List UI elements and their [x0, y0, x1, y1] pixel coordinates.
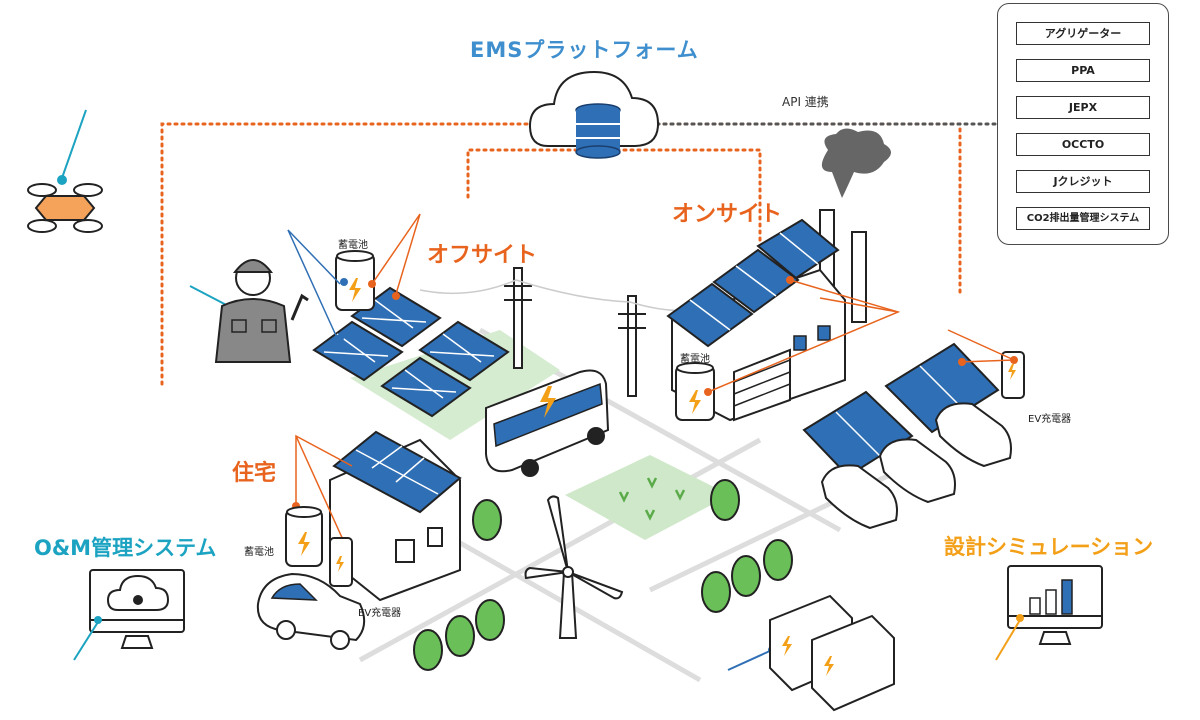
onsite-factory [666, 128, 891, 422]
battery-onsite-label: 蓄電池 [680, 354, 710, 365]
ev-charger-onsite-label: EV充電器 [1028, 414, 1072, 425]
api-partner-ppa: PPA [1016, 59, 1150, 82]
design-monitor-icon [995, 565, 1103, 661]
ev-charger-home-icon [329, 537, 353, 587]
api-link-label: API 連携 [782, 95, 829, 109]
home-ev-car [256, 572, 366, 650]
api-partner-co2-system: CO2排出量管理システム [1016, 207, 1150, 230]
offsite-solar-panels [312, 286, 510, 418]
battery-home-icon [285, 506, 323, 567]
api-partner-panel: アグリゲーター PPA JEPX OCCTO Jクレジット CO2排出量管理シス… [997, 3, 1169, 245]
wind-turbine-icon [524, 495, 624, 639]
offsite-connector-lines [287, 213, 421, 342]
battery-offsite-label: 蓄電池 [338, 240, 368, 251]
api-partner-aggregator: アグリゲーター [1016, 22, 1150, 45]
maintenance-worker-icon [189, 259, 309, 363]
onsite-title: オンサイト [672, 202, 783, 227]
design-simulation-title: 設計シミュレーション [944, 535, 1154, 559]
home-building [329, 430, 462, 602]
api-partner-j-credit: Jクレジット [1016, 170, 1150, 193]
offsite-title: オフサイト [427, 243, 538, 268]
ems-platform-title: EMSプラットフォーム [470, 38, 699, 62]
electric-bus-icon [485, 369, 610, 477]
battery-offsite-icon [335, 250, 375, 311]
ev-charger-home-label: EV充電器 [358, 608, 402, 619]
om-system-title: O&M管理システム [34, 536, 217, 560]
cloud-database-icon [528, 70, 660, 159]
grid-storage-batteries [727, 594, 895, 712]
api-partner-jepx: JEPX [1016, 96, 1150, 119]
onsite-connector-lines [704, 276, 901, 396]
home-title: 住宅 [232, 461, 277, 486]
om-monitor-icon [73, 569, 185, 661]
trees [413, 479, 793, 671]
battery-onsite-icon [675, 362, 715, 421]
drone-icon [27, 109, 103, 233]
battery-home-label: 蓄電池 [244, 547, 274, 558]
ev-carport [802, 329, 1025, 530]
api-partner-occto: OCCTO [1016, 133, 1150, 156]
ems-connection-lines [160, 122, 998, 386]
